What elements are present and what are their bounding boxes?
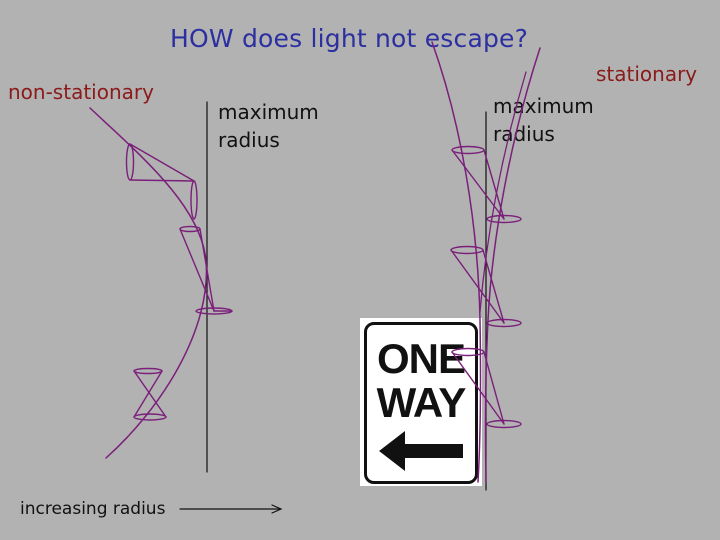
non-stationary-label: non-stationary [8, 80, 154, 104]
max-radius-label-left: maximum radius [218, 98, 319, 154]
light-cone-right-2 [450, 245, 522, 328]
light-cone-left-3 [133, 367, 167, 421]
arrow-head-icon [271, 504, 283, 514]
increasing-radius-label: increasing radius [20, 499, 166, 519]
sign-text-one: ONE [376, 335, 466, 382]
max-radius-label-right: maximum radius [493, 92, 594, 148]
max-radius-right-line2: radius [493, 122, 555, 146]
light-cone-right-1 [451, 145, 522, 224]
light-cone-left-2 [179, 225, 233, 315]
light-cone-right-3 [451, 347, 522, 429]
ray-right-3 [479, 71, 527, 313]
ray-right-2 [484, 47, 541, 483]
one-way-sign: ONE WAY [360, 318, 482, 486]
page-title: HOW does light not escape? [170, 24, 529, 53]
one-way-sign-border: ONE WAY [364, 322, 478, 484]
sign-text-way: WAY [376, 379, 467, 426]
max-radius-left-line1: maximum [218, 100, 319, 124]
left-arrow-icon [379, 431, 463, 471]
ray-right-1 [431, 41, 482, 483]
max-radius-left-line2: radius [218, 128, 280, 152]
light-cone-left-1 [125, 143, 198, 220]
worldline-left [89, 107, 208, 459]
stationary-label: stationary [596, 62, 698, 86]
max-radius-right-line1: maximum [493, 94, 594, 118]
